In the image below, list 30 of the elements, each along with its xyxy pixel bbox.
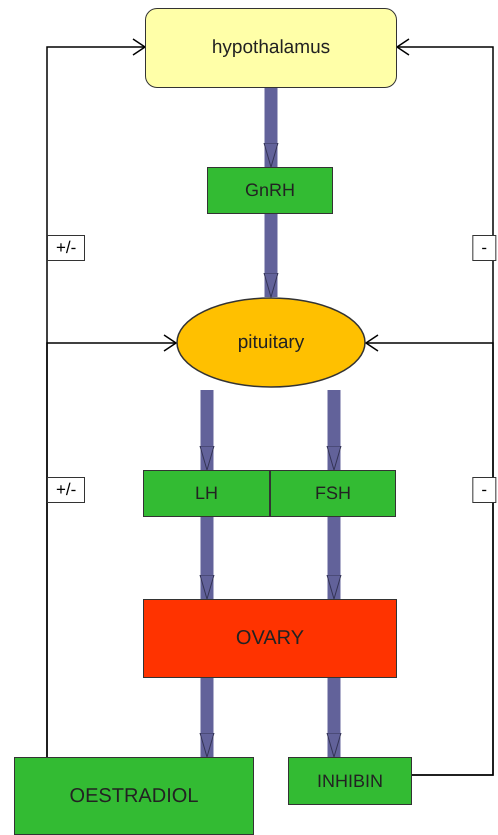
hormone-box <box>207 167 333 214</box>
feedback-arrow <box>46 334 177 757</box>
rounded-box <box>145 8 397 88</box>
thick-arrow <box>264 214 278 298</box>
node-label: pituitary <box>238 330 304 354</box>
edge-label: - <box>472 476 496 503</box>
thick-arrow <box>264 88 278 168</box>
hormone-box <box>14 757 254 835</box>
node-label: GnRH <box>244 179 295 202</box>
node-label: INHIBIN <box>316 770 383 792</box>
edge-label: - <box>472 234 496 261</box>
thick-arrow <box>326 678 342 758</box>
thick-arrow <box>200 517 214 600</box>
hormone-box <box>143 470 270 517</box>
feedback-arrow <box>365 334 494 776</box>
organ-box <box>143 599 397 678</box>
hormone-box <box>270 470 396 517</box>
hormone-box <box>288 757 412 805</box>
edge-label: +/- <box>47 234 86 261</box>
edge-label: +/- <box>47 476 86 503</box>
node-label: hypothalamus <box>212 36 330 60</box>
node-label: FSH <box>315 482 351 505</box>
node-label: LH <box>194 482 218 505</box>
thick-arrow <box>200 390 214 470</box>
thick-arrow <box>326 390 342 470</box>
node-label: OESTRADIOL <box>70 784 198 808</box>
ellipse-node <box>176 297 366 388</box>
node-label: OVARY <box>236 626 304 651</box>
thick-arrow <box>200 678 214 758</box>
thick-arrow <box>326 517 342 600</box>
